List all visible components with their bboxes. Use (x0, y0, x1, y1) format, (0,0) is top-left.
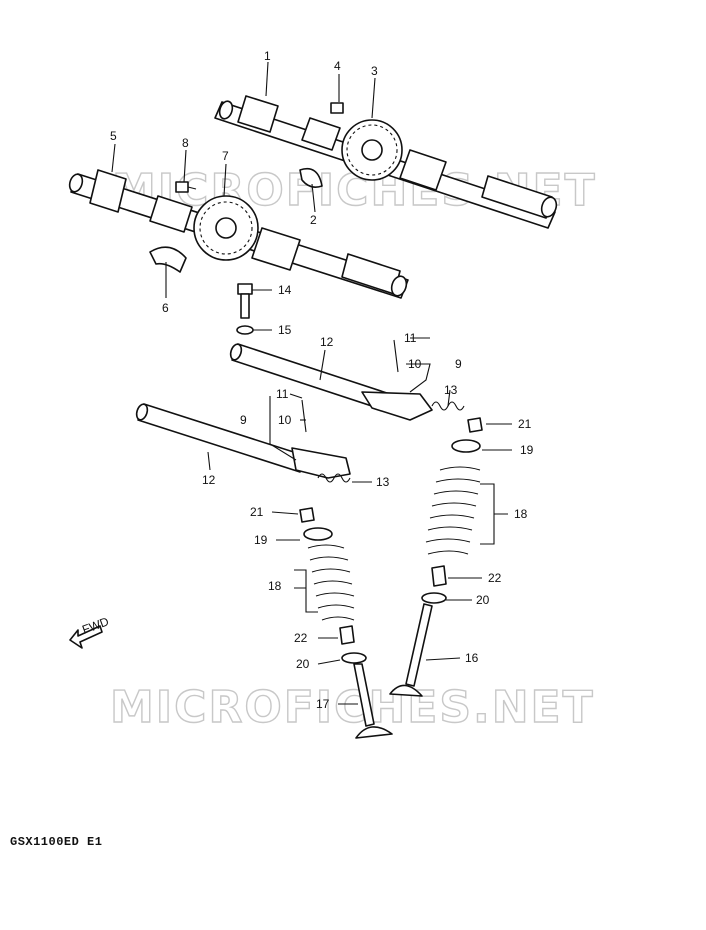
seat-20-left (341, 652, 367, 664)
valve-16 (389, 603, 433, 697)
callout-3: 3 (371, 64, 378, 78)
rocker-shaft-lower (135, 403, 307, 473)
callout-21-left: 21 (250, 505, 264, 519)
seal-22-right (431, 565, 447, 587)
washer-15 (236, 325, 254, 335)
callout-2: 2 (310, 213, 317, 227)
callout-1: 1 (264, 49, 271, 63)
cam-sprocket-lower (193, 195, 259, 261)
cotter-21-left (299, 507, 315, 523)
callout-9-lower: 9 (240, 413, 247, 427)
callout-8: 8 (182, 136, 189, 150)
callout-9-upper: 9 (455, 357, 462, 371)
callout-12-upper: 12 (320, 335, 334, 349)
callout-7: 7 (222, 149, 229, 163)
callout-11-upper: 11 (404, 331, 417, 345)
callout-11-lower: 11 (276, 387, 289, 401)
valve-spring-right (425, 466, 481, 555)
callout-10-lower: 10 (278, 413, 292, 427)
seal-22-left (339, 625, 355, 645)
callout-12-lower: 12 (202, 473, 216, 487)
bolt-4 (330, 102, 344, 114)
callout-19-left: 19 (254, 533, 268, 547)
callout-22-left: 22 (294, 631, 308, 645)
retainer-19-right (451, 439, 481, 453)
leader-lines (111, 61, 512, 705)
callout-16: 16 (465, 651, 479, 665)
retainer-19-left (303, 527, 333, 541)
fwd-arrow-icon (69, 625, 103, 649)
callout-20-right: 20 (476, 593, 490, 607)
callout-10-upper: 10 (408, 357, 422, 371)
valve-spring-left (307, 544, 355, 621)
callout-5: 5 (110, 129, 117, 143)
callout-15: 15 (278, 323, 292, 337)
callout-18-right: 18 (514, 507, 528, 521)
model-code: GSX1100ED E1 (10, 835, 103, 849)
seat-20-right (421, 592, 447, 604)
cam-guide-6 (149, 246, 187, 273)
cotter-21-right (467, 417, 483, 433)
bolt-8 (175, 181, 197, 193)
cam-sprocket-upper (341, 119, 403, 181)
bolt-14 (237, 283, 253, 319)
adjuster-10-upper (393, 339, 399, 373)
callout-19-right: 19 (520, 443, 534, 457)
callout-21-right: 21 (518, 417, 532, 431)
callout-18-left: 18 (268, 579, 282, 593)
callout-20-left: 20 (296, 657, 310, 671)
callout-13-lower: 13 (376, 475, 390, 489)
watermark-bottom: MICROFICHES.NET (110, 682, 595, 733)
spring-13-lower (317, 473, 351, 483)
callout-22-right: 22 (488, 571, 502, 585)
rocker-arm-upper (361, 391, 433, 421)
callout-14: 14 (278, 283, 292, 297)
rocker-arm-lower (291, 447, 351, 479)
callout-13-upper: 13 (444, 383, 458, 397)
callout-4: 4 (334, 59, 341, 73)
callout-17: 17 (316, 697, 330, 711)
adjuster-10-lower (301, 399, 307, 433)
callouts: 1 2 3 4 5 6 7 8 9 9 10 10 11 11 12 12 13… (80, 49, 533, 711)
callout-6: 6 (162, 301, 169, 315)
valve-17 (353, 663, 393, 739)
cam-guide-2 (299, 167, 323, 188)
